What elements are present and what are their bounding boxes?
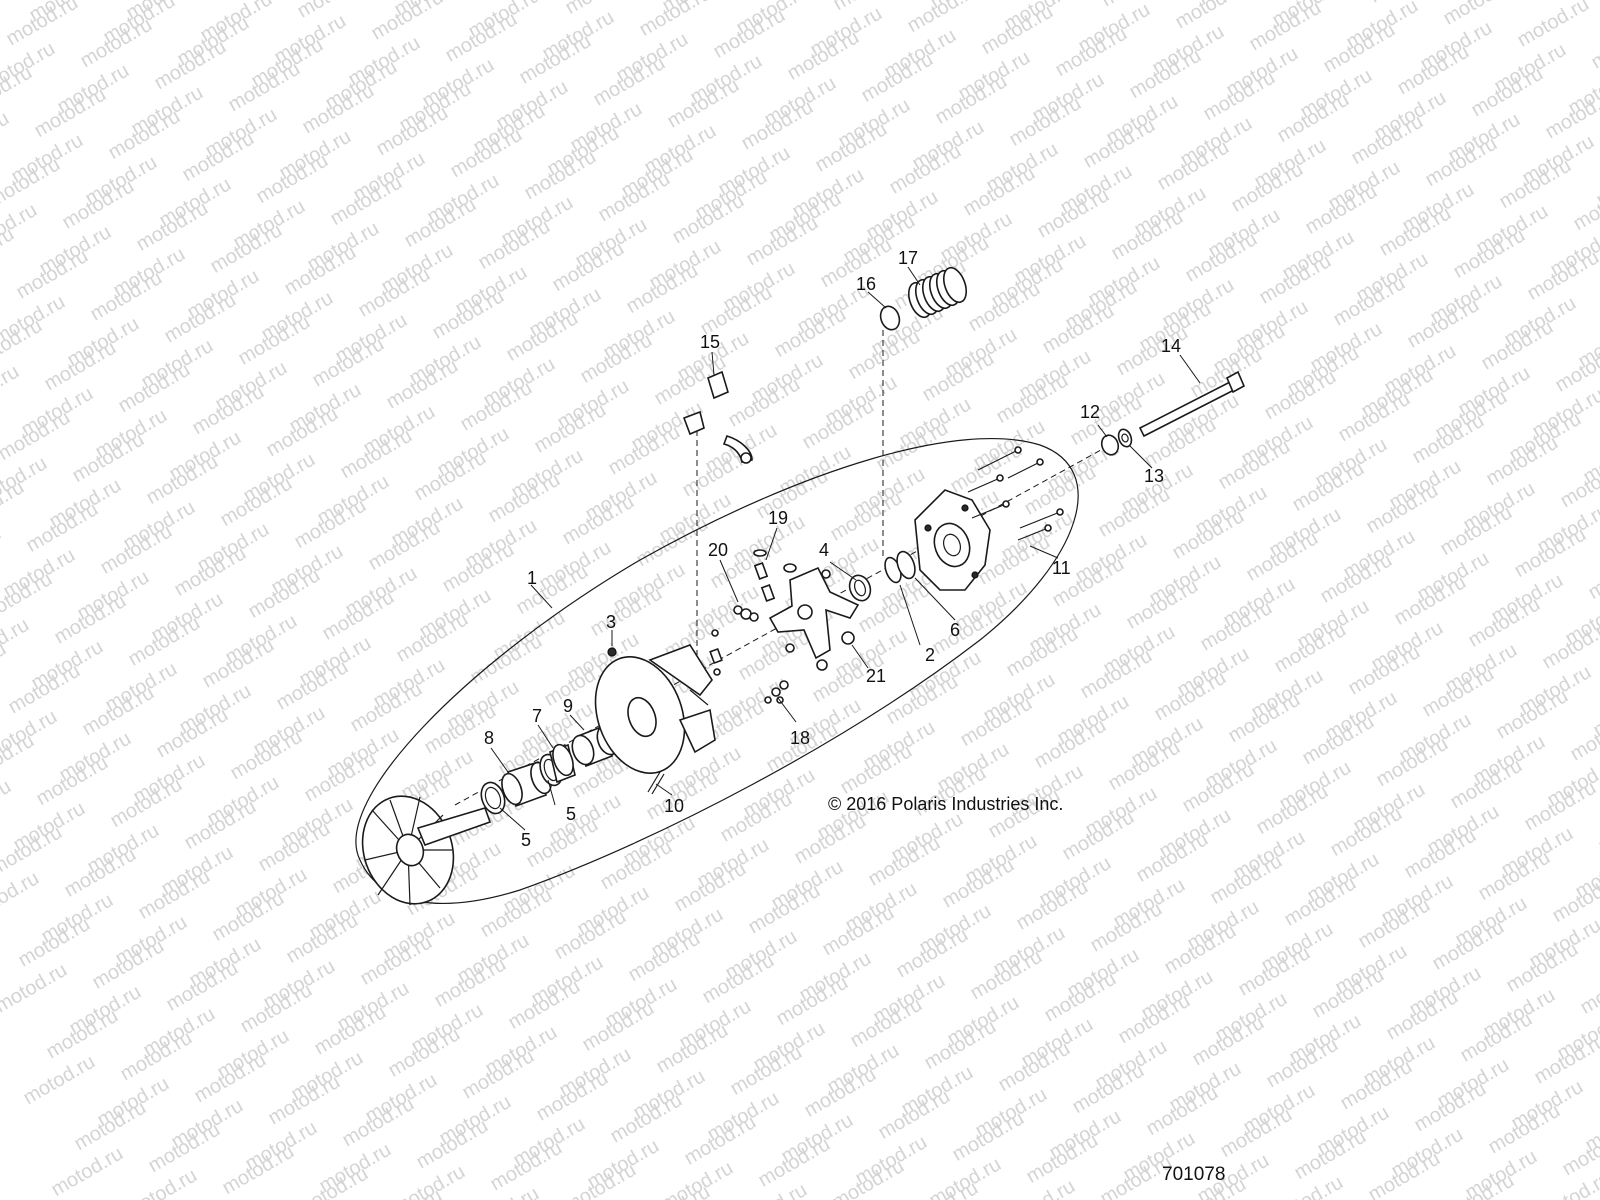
- callout-number: 13: [1144, 466, 1164, 486]
- callout-number: 5: [566, 804, 576, 824]
- callout-leaders: [490, 266, 1201, 831]
- callout-number: 6: [950, 620, 960, 640]
- callout-number: 5: [521, 830, 531, 850]
- watermark-text: motod.ru: [0, 614, 33, 673]
- ring-5a-part: [480, 781, 506, 815]
- callout-number: 19: [768, 508, 788, 528]
- fixed-sheave-part: [361, 795, 492, 906]
- callout-number: 4: [819, 540, 829, 560]
- watermark-text: motod.ru: [1595, 799, 1600, 858]
- ring-16-part: [879, 305, 901, 331]
- cover-part: [914, 489, 991, 591]
- callout-number: 20: [708, 540, 728, 560]
- pins-19-part: [709, 549, 797, 676]
- watermark-text: motod.ru: [0, 775, 15, 834]
- callout-number: 18: [790, 728, 810, 748]
- spring-coil: [942, 266, 968, 304]
- ball-21-part: [841, 631, 855, 645]
- callout-number: 17: [898, 248, 918, 268]
- watermark-text: motod.ru: [0, 867, 43, 926]
- watermark-text: motod.ru: [1588, 15, 1600, 74]
- callout-number: 21: [866, 666, 886, 686]
- weights-15-part: [682, 370, 753, 464]
- callout-number: 10: [664, 796, 684, 816]
- watermark-text: motod.ru: [0, 0, 8, 28]
- bushing-7-part: [549, 743, 576, 784]
- watermark-text: motod.ru: [1539, 615, 1600, 674]
- callout-number: 9: [563, 696, 573, 716]
- callout-number: 11: [1052, 558, 1071, 578]
- watermark-text: motod.ru: [1577, 960, 1600, 1019]
- pin-10-part: [647, 771, 665, 795]
- callout-number: 12: [1080, 402, 1100, 422]
- callout-number: 2: [925, 645, 935, 665]
- assembly-outline: [355, 438, 1079, 904]
- callout-number: 3: [606, 612, 616, 632]
- copyright-text: © 2016 Polaris Industries Inc.: [828, 794, 1063, 814]
- watermark-text: motod.ru: [0, 0, 31, 4]
- watermark-text: motod.ru: [0, 361, 23, 420]
- callout-number: 16: [856, 274, 876, 294]
- nut-12-part: [1100, 434, 1120, 456]
- spider-part: [768, 566, 860, 671]
- moveable-sheave-part: [594, 644, 716, 774]
- callout-number: 7: [532, 706, 542, 726]
- rollers-18-part: [764, 680, 789, 704]
- bushing-8-part: [501, 760, 552, 808]
- callout-number: 1: [527, 568, 537, 588]
- watermark-text: motod.ru: [0, 568, 56, 627]
- spring-17-part: [907, 266, 968, 319]
- watermark-text: motod.ru: [0, 107, 13, 166]
- diagram-number: 701078: [1162, 1164, 1225, 1185]
- watermark-text: motod.ru: [1585, 545, 1600, 604]
- rollers-20-part: [733, 605, 759, 622]
- watermark-text: motod.ru: [1567, 707, 1600, 766]
- bolt-14-part: [1138, 370, 1246, 438]
- bolts-11-part: [967, 446, 1064, 541]
- watermark-text: motod.ru: [1570, 177, 1600, 236]
- watermark-text: motod.ru: [0, 522, 5, 581]
- bushing-4-part: [848, 574, 872, 602]
- watermark-text: motod.ru: [0, 959, 71, 1018]
- ring-6-part: [896, 550, 916, 580]
- washer-13-part: [1117, 428, 1133, 448]
- callout-number: 15: [700, 332, 720, 352]
- callout-number: 8: [484, 728, 494, 748]
- callout-number: 14: [1161, 336, 1181, 356]
